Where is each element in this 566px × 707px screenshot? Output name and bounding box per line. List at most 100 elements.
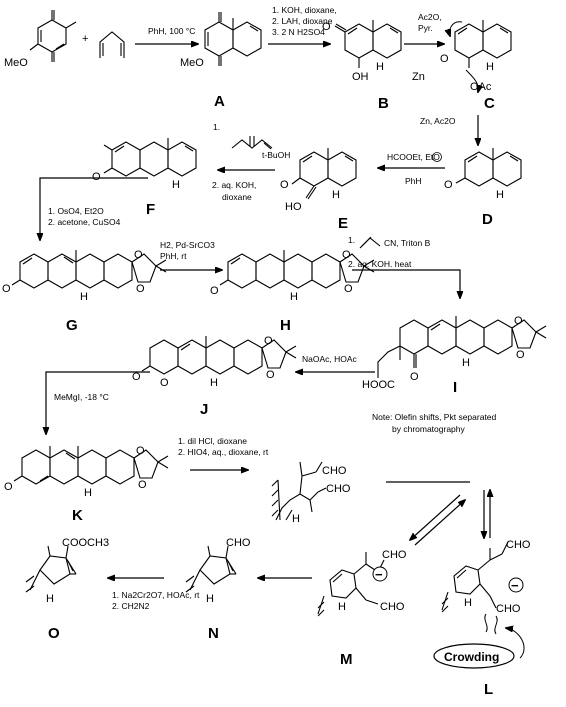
- oxygen-label-K1: O: [136, 445, 145, 457]
- condition-step5b: PhH: [405, 176, 422, 186]
- condition-step6c-line1: 2. aq. KOH,: [212, 180, 256, 190]
- condition-step9b: CN, Triton B: [384, 238, 431, 248]
- label-F: F: [146, 201, 155, 218]
- compound-B-structure: O OH H B: [322, 20, 402, 112]
- condition-step12-line2: 2. HIO4, aq., dioxane, rt: [178, 447, 269, 457]
- acetoxy-label-C: OAc: [470, 81, 492, 93]
- oxo-label-D: O: [444, 179, 453, 191]
- arrow-to-G: [40, 177, 148, 240]
- label-H: H: [280, 317, 291, 334]
- h-label-K: H: [84, 487, 92, 499]
- hydroxymethylene-label-E: HO: [285, 201, 302, 213]
- aldehyde-label-2: CHO: [326, 483, 351, 495]
- h-label-H: H: [290, 291, 298, 303]
- note-line2: by chromatography: [392, 424, 466, 434]
- label-G: G: [66, 317, 78, 334]
- condition-step2-line1: 1. KOH, dioxane,: [272, 5, 337, 15]
- label-K: K: [72, 507, 83, 524]
- compound-I-structure: O O O HOOC H I: [362, 315, 547, 396]
- oxo-label-G: O: [2, 283, 11, 295]
- oxo-label-F: O: [92, 171, 101, 183]
- aldehyde-label-M1: CHO: [382, 549, 407, 561]
- plus-sign: +: [82, 33, 88, 45]
- oxo-label-B: O: [322, 21, 331, 33]
- h-label-J: H: [210, 377, 218, 389]
- compound-A-structure: MeO A: [180, 12, 262, 110]
- condition-step6a: 1.: [213, 122, 220, 132]
- compound-N-structure: CHO H N: [185, 537, 251, 642]
- aldehyde-label-1: CHO: [322, 465, 347, 477]
- methoxy-label-A: MeO: [180, 57, 204, 69]
- condition-step8-line2: PhH, rt: [160, 251, 187, 261]
- minus-charge-M: −: [375, 567, 383, 582]
- condition-step6b: t-BuOH: [262, 150, 290, 160]
- oxygen-label-J2: O: [266, 369, 275, 381]
- condition-step11: MeMgI, -18 °C: [54, 392, 109, 402]
- condition-step2-line2: 2. LAH, dioxane: [272, 16, 333, 26]
- condition-step7-line2: 2. acetone, CuSO4: [48, 217, 121, 227]
- h-label-B: H: [376, 61, 384, 73]
- label-M: M: [340, 651, 353, 668]
- oxygen-label-H2: O: [344, 283, 353, 295]
- condition-step13-line2: 2. CH2N2: [112, 601, 150, 611]
- compound-H-structure: O O O H H: [210, 249, 375, 334]
- crowding-annotation: Crowding: [433, 643, 515, 669]
- equilibrium-arrow-diag-1: [410, 494, 461, 540]
- h-label-E: H: [332, 189, 340, 201]
- oxygen-label-K2: O: [138, 479, 147, 491]
- arrow-to-I: [352, 269, 460, 298]
- condition-step5a: HCOOEt, EtO: [387, 152, 440, 162]
- compound-F-structure: O H F: [92, 138, 197, 218]
- oxygen-label-H1: O: [342, 249, 351, 261]
- methyl-vinyl-ketone: [231, 136, 273, 150]
- oxygen-label-I2: O: [516, 349, 525, 361]
- compound-C-structure: O OAc H Zn C: [412, 20, 512, 112]
- compound-O-structure: COOCH3 H O: [25, 537, 109, 642]
- lactone-oxygen-label-J: O: [160, 377, 169, 389]
- h-label-L: H: [464, 597, 472, 609]
- hydroxyl-label-B: OH: [352, 71, 369, 83]
- oxygen-label-J1: O: [264, 335, 273, 347]
- aldehyde-label-L2: CHO: [496, 603, 521, 615]
- quinone-reactant: MeO: [4, 10, 77, 69]
- compound-K-structure: O O O H K: [4, 445, 169, 524]
- label-N: N: [208, 625, 219, 642]
- oxygen-label-G1: O: [134, 249, 143, 261]
- oxo-label-K: O: [4, 481, 13, 493]
- oxygen-label-G2: O: [136, 283, 145, 295]
- compound-M-structure: CHO CHO H − M: [317, 549, 407, 668]
- zinc-label-C: Zn: [412, 71, 425, 83]
- label-L: L: [484, 681, 493, 698]
- label-O: O: [48, 625, 60, 642]
- ester-label-O: COOCH3: [62, 537, 109, 549]
- condition-step10: NaOAc, HOAc: [302, 354, 358, 364]
- condition-step7-line1: 1. OsO4, Et2O: [48, 206, 104, 216]
- compound-G-structure: O O O H G: [2, 249, 167, 334]
- oxo-label-H: O: [210, 285, 219, 297]
- minus-charge-L: −: [511, 578, 519, 593]
- condition-step9a: 1.: [348, 235, 355, 245]
- label-I: I: [453, 379, 457, 396]
- h-label-D: H: [496, 189, 504, 201]
- condition-step4: Zn, Ac2O: [420, 116, 456, 126]
- compound-D-structure: O H D: [444, 148, 522, 228]
- condition-step3-line2: Pyr.: [418, 23, 433, 33]
- label-D: D: [482, 211, 493, 228]
- h-label-I: H: [462, 357, 470, 369]
- condition-step6c-line2: dioxane: [222, 192, 252, 202]
- oxo-label-I: O: [410, 371, 419, 383]
- compound-L-structure: CHO CHO H − L: [441, 539, 531, 698]
- label-C: C: [484, 95, 495, 112]
- crowding-label: Crowding: [444, 650, 499, 664]
- aldehyde-label-N: CHO: [226, 537, 251, 549]
- condition-step3-line1: Ac2O,: [418, 12, 442, 22]
- h-label-N: H: [206, 593, 214, 605]
- condition-step13-line1: 1. Na2Cr2O7, HOAc, rt: [112, 590, 200, 600]
- methoxy-label: MeO: [4, 57, 28, 69]
- condition-step1: PhH, 100 °C: [148, 26, 195, 36]
- aldehyde-label-M2: CHO: [380, 601, 405, 613]
- condition-step9c: 2. aq. KOH. heat: [348, 259, 412, 269]
- condition-step12-line1: 1. dil HCl, dioxane: [178, 436, 247, 446]
- oxygen-label-C: O: [440, 53, 449, 65]
